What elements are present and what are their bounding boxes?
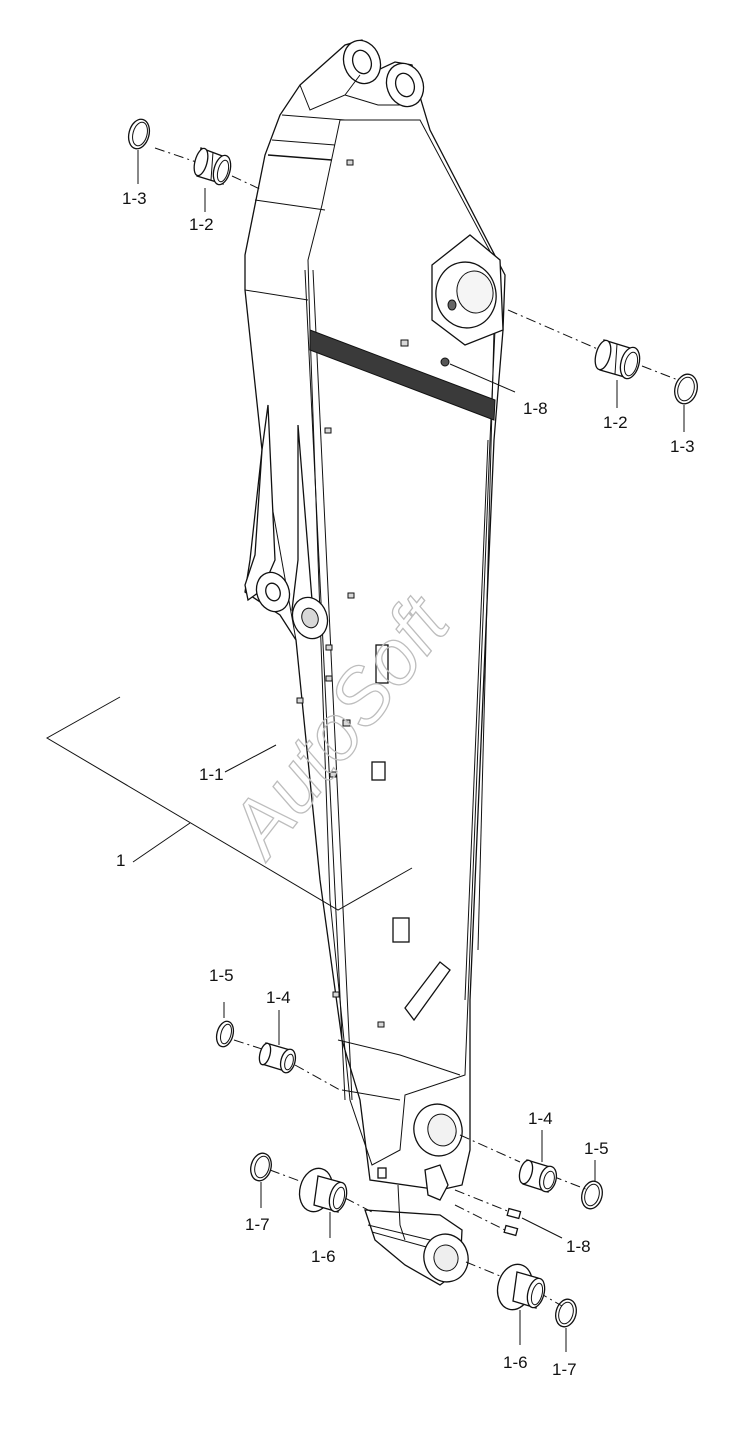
assembly-bracket [45,696,413,911]
ring-1-7-lower-left [250,1152,272,1208]
ring-1-3-upper-left [127,118,151,184]
ring-1-5-lower-left [215,1002,235,1048]
callout-1-8-lower: 1-8 [566,1237,591,1256]
callout-1-3-upper-left: 1-3 [122,189,147,208]
flange-bushing-1-6-lower-left [269,1167,373,1238]
bushing-1-4-lower-right [459,1130,589,1193]
flange-bushing-1-6-lower-right [465,1261,563,1345]
bushing-1-2-upper-right [507,309,679,408]
ring-1-3-upper-right [674,373,698,432]
callout-1-7-lower-right: 1-7 [552,1360,577,1379]
callout-1-1: 1-1 [199,765,224,784]
callout-1-2-upper-right: 1-2 [603,413,628,432]
bushing-1-4-lower-left [233,1010,341,1091]
callout-1: 1 [116,851,125,870]
callout-labels: 1 1-1 1-2 1-2 1-3 1-3 1-4 1-4 1-5 1-5 1-… [116,189,695,1379]
callout-1-7-lower-left: 1-7 [245,1215,270,1234]
callout-1-3-upper-right: 1-3 [670,437,695,456]
callout-1-5-lower-left: 1-5 [209,966,234,985]
ring-1-7-lower-right [555,1298,577,1352]
callout-1-6-lower-right: 1-6 [503,1353,528,1372]
boom-body [244,39,506,1286]
grease-fitting-1-8-upper [440,357,516,393]
callout-1-8-upper: 1-8 [523,399,548,418]
callout-1-6-lower-left: 1-6 [311,1247,336,1266]
callout-1-4-lower-left: 1-4 [266,988,291,1007]
bushing-1-2-upper-left [154,147,263,212]
callout-1-2-upper-left: 1-2 [189,215,214,234]
ring-1-5-lower-right [581,1160,603,1210]
callout-1-4-lower-right: 1-4 [528,1109,553,1128]
callout-1-5-lower-right: 1-5 [584,1139,609,1158]
grease-fittings-1-8-lower [454,1189,563,1239]
